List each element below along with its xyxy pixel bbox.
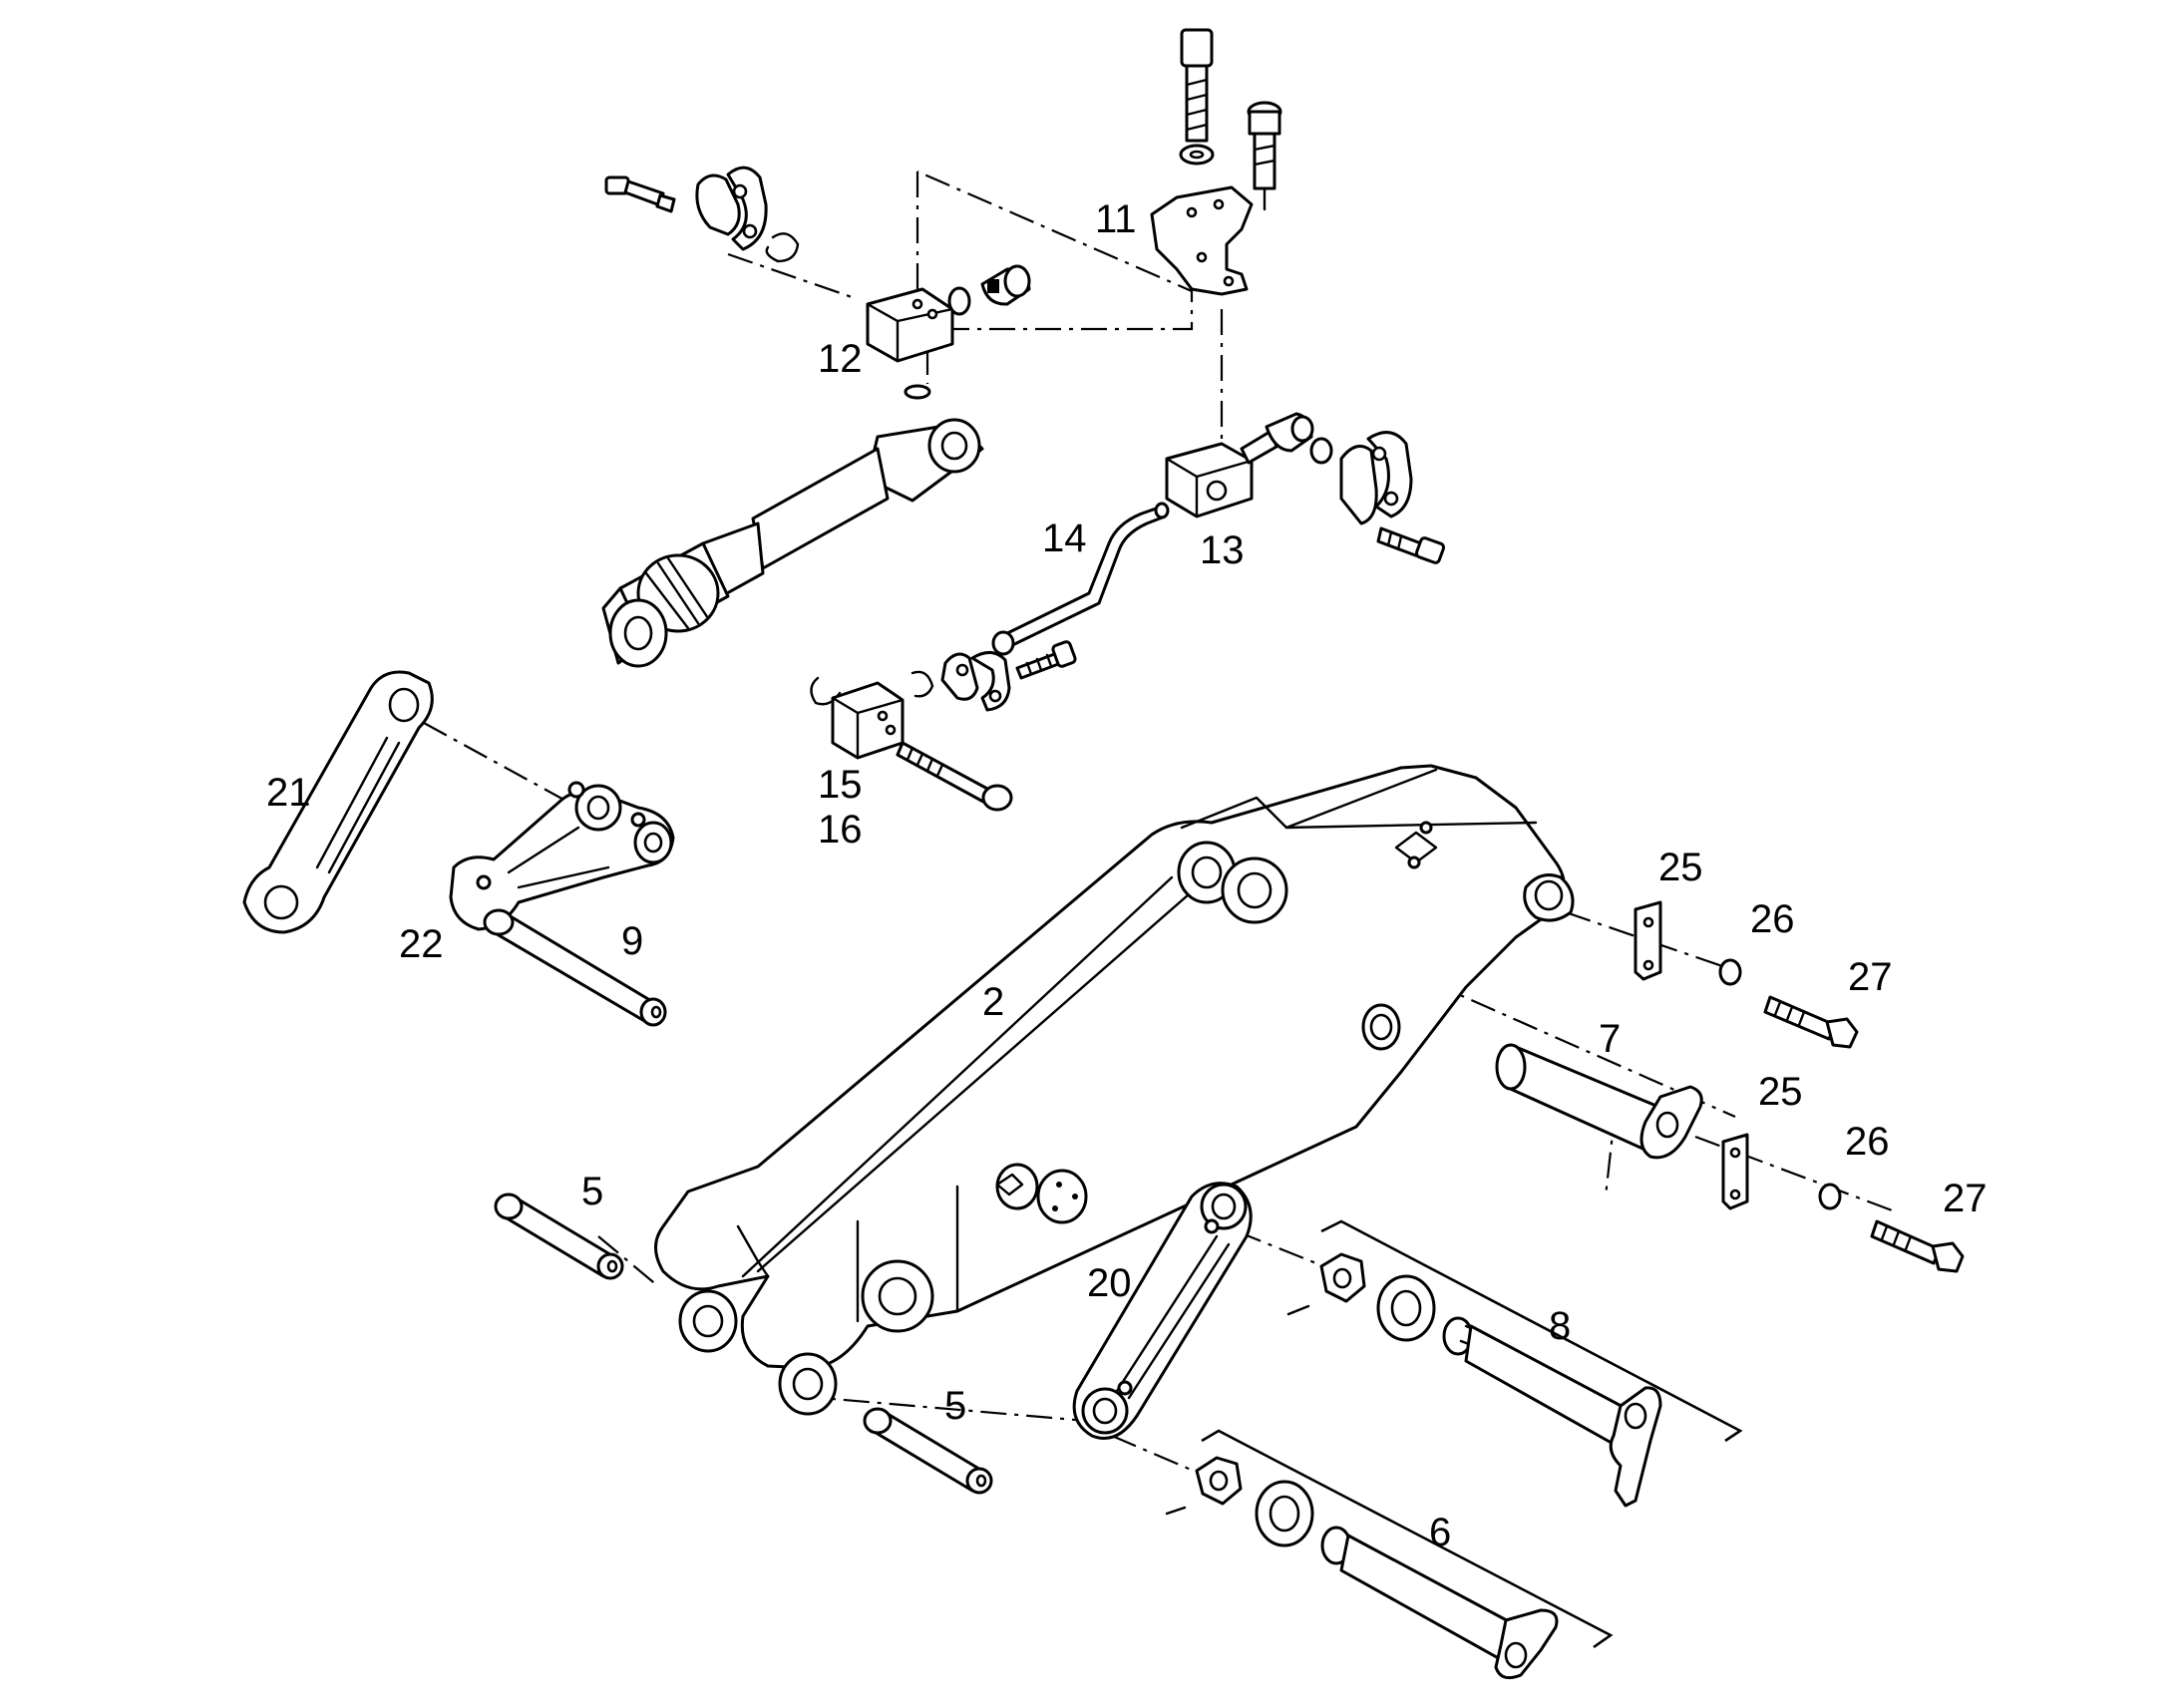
callout-5-upper: 5 [581,1170,603,1213]
washer-26-upper [1718,958,1742,986]
callout-14: 14 [1042,516,1087,560]
bolt-long-top [1179,28,1215,166]
o-ring-below-12 [904,384,931,400]
bellcrank-22 [449,781,675,931]
manifold-block-12 [866,287,954,363]
callout-25-lower: 25 [1758,1070,1803,1114]
loader-boom-2 [654,764,1575,1416]
fitting-block-13 [1240,412,1314,465]
pin-5-lower [863,1407,993,1495]
link-arm-21 [242,670,434,934]
callout-5-lower: 5 [944,1384,966,1428]
callout-26-upper: 26 [1750,897,1795,941]
o-ring-block-15-right [910,670,934,698]
long-bolt-15 [896,741,1013,812]
lock-plate-25-upper [1634,900,1662,981]
pin-9 [483,908,667,1027]
callout-11: 11 [1095,197,1137,241]
hydraulic-cylinder [601,418,984,668]
flange-bolt-lower [1015,640,1077,680]
callout-9: 9 [621,919,643,963]
bracket-6 [1201,1429,1614,1649]
split-flange-lower [940,651,1011,712]
washer-26-lower [1818,1183,1842,1210]
callout-13: 13 [1200,528,1245,572]
manifold-block-15 [831,681,905,760]
pin-assembly-8 [1286,1252,1662,1508]
o-ring-upper-left [765,232,800,263]
callout-15: 15 [818,763,863,807]
callout-6: 6 [1429,1511,1451,1554]
pin-5-upper [494,1193,624,1280]
bolt-short-top [1247,101,1282,211]
bracket-plate [1150,185,1254,296]
callout-labels: 11 12 13 14 15 16 21 22 9 2 25 26 27 7 2… [266,197,1988,1554]
callout-27-upper: 27 [1848,955,1893,999]
pin-7 [1495,1043,1703,1160]
pipe-14 [991,502,1170,656]
callout-22: 22 [399,922,444,966]
callout-21: 21 [266,771,311,815]
callout-12: 12 [818,337,863,381]
callout-8: 8 [1549,1304,1571,1348]
o-ring-block-12 [947,286,971,316]
split-flange-upper-left [695,166,768,251]
callout-2: 2 [982,980,1004,1024]
bracket-8 [1320,1219,1743,1443]
link-arm-20 [1072,1182,1253,1440]
flange-bolt-upper-left [604,175,676,213]
manifold-block-13 [1165,442,1254,518]
callout-7: 7 [1599,1017,1621,1061]
callout-25-upper: 25 [1658,846,1703,889]
fitting-block-12 [980,264,1031,306]
callout-26-lower: 26 [1845,1120,1890,1164]
o-ring-block-13 [1309,437,1333,465]
bolt-27-upper [1763,995,1859,1049]
flange-bolt-right [1376,526,1446,564]
callout-20: 20 [1087,1261,1132,1305]
split-flange-right [1339,431,1413,525]
bolt-27-lower [1870,1219,1965,1273]
lock-plate-25-lower [1721,1133,1749,1210]
callout-27-lower: 27 [1943,1177,1988,1220]
callout-16: 16 [818,808,863,852]
pin-assembly-6 [1165,1456,1559,1680]
